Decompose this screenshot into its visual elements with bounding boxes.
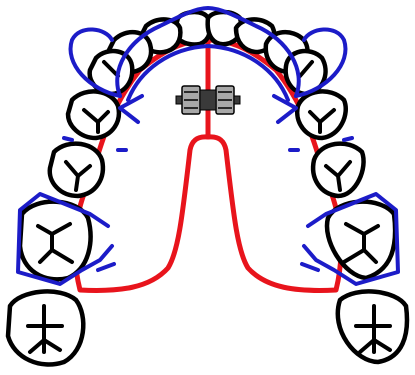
tooth-second-molar-left — [20, 202, 91, 280]
screw-arm-left — [176, 96, 182, 104]
blue-clasp-right-upper — [274, 96, 296, 122]
screw-arm-right — [234, 96, 240, 104]
blue-clasp-left-upper — [120, 96, 142, 122]
tooth-second-molar-right — [327, 202, 395, 278]
expansion-screw — [176, 86, 240, 114]
tooth-second-premolar-left — [68, 91, 119, 138]
screw-center — [200, 90, 216, 110]
